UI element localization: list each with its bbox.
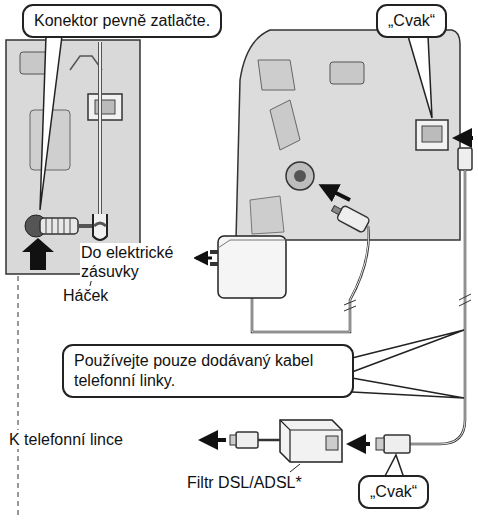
callout-pointer bbox=[40, 36, 62, 210]
callout-text: „Cvak“ bbox=[370, 482, 417, 502]
callout-bubble: Používejte pouze dodávaný kabel telefonn… bbox=[62, 344, 354, 398]
callout-pointer bbox=[352, 378, 464, 398]
dashed-line bbox=[18, 276, 19, 518]
part-label: K telefonní lince bbox=[8, 430, 124, 449]
callout-bubble: Konektor pevně zatlačte. bbox=[22, 4, 222, 38]
part-label: Háček bbox=[62, 286, 109, 305]
part-label: Filtr DSL/ADSL* bbox=[186, 473, 303, 492]
callout-pointer bbox=[408, 36, 432, 118]
power-plug bbox=[196, 186, 370, 332]
callout-bubble: „Cvak“ bbox=[358, 475, 429, 509]
callout-bubble: „Cvak“ bbox=[376, 4, 447, 38]
callout-pointer bbox=[352, 330, 464, 372]
callout-text: „Cvak“ bbox=[388, 11, 435, 31]
part-label: Do elektrické zásuvky bbox=[80, 243, 194, 281]
base-unit bbox=[236, 30, 460, 240]
phone-line-cable bbox=[202, 138, 473, 472]
base-rear-view bbox=[6, 40, 140, 274]
callout-text: Používejte pouze dodávaný kabel telefonn… bbox=[74, 351, 342, 391]
callout-text: Konektor pevně zatlačte. bbox=[34, 11, 210, 31]
